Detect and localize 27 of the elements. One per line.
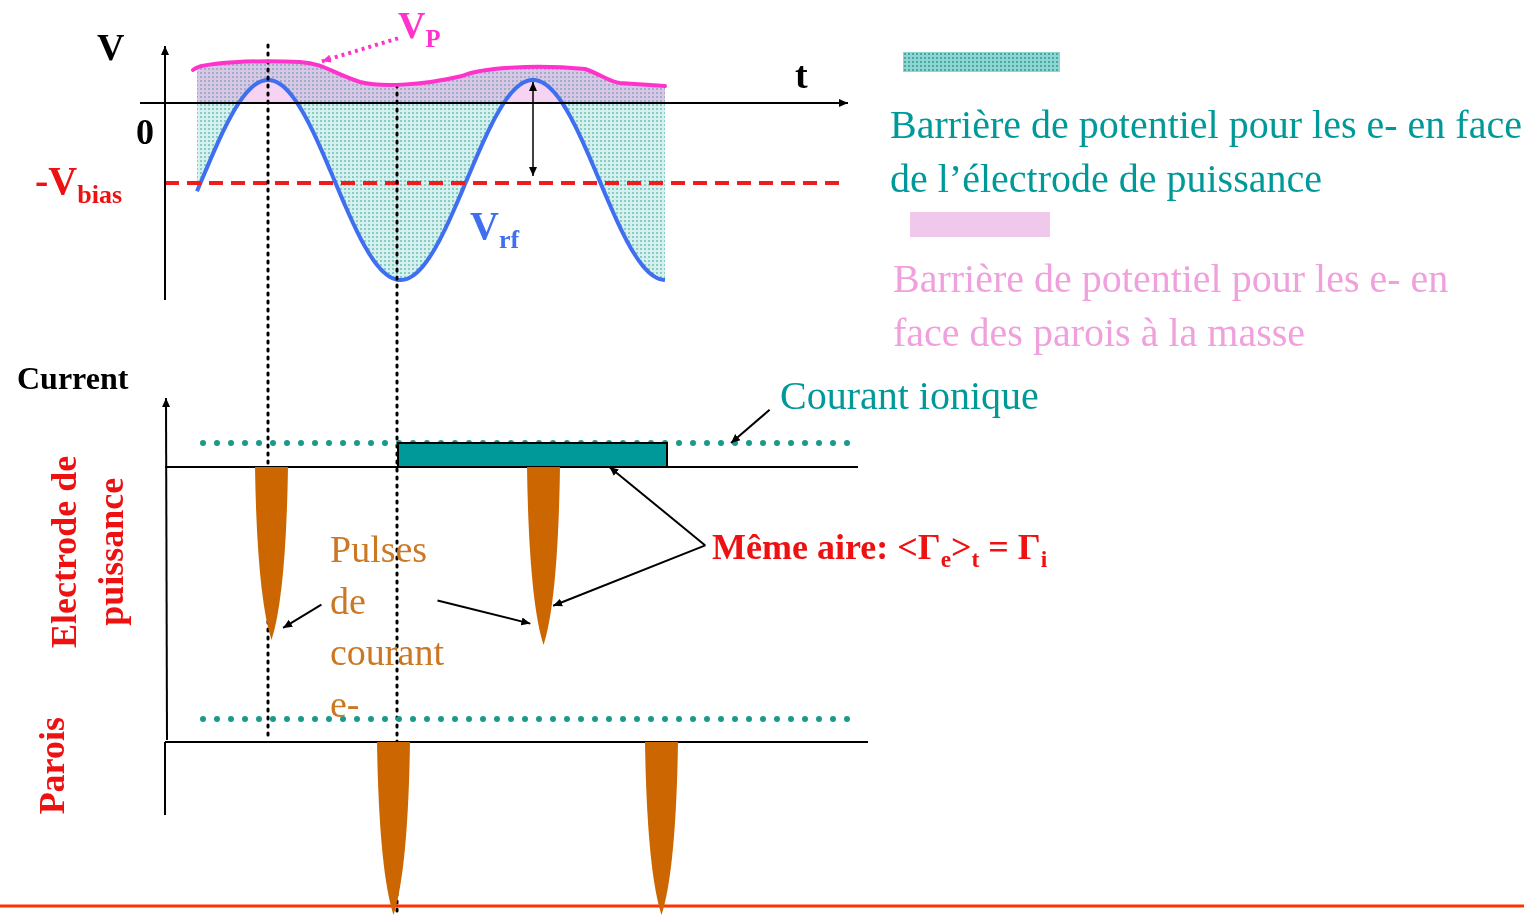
- ion-current-bar: [397, 442, 668, 468]
- current-pulse: [645, 742, 678, 915]
- current-pulse: [527, 467, 560, 645]
- leader-line: [730, 408, 771, 444]
- bias-label: -V$_{bias}$: [35, 158, 123, 210]
- curve-label: V$_{P}$: [398, 4, 441, 53]
- axis-label: Current: [17, 360, 129, 397]
- leader-line: [436, 599, 532, 626]
- leader-line: [552, 544, 707, 607]
- axis-label: V: [97, 26, 125, 70]
- current-pulse: [377, 742, 410, 915]
- legend-text: Barrière de potentiel pour les e- en face de l’électrode de puissance: [890, 101, 1523, 203]
- ion-current-level: [200, 440, 853, 446]
- callout-label: Courant ionique: [780, 373, 1039, 419]
- callout-label: Même aire: <Γ$_{e}$>$_{t}$ = Γ$_{i}$: [712, 527, 1048, 574]
- axis-label: 0: [136, 112, 154, 154]
- leader-line: [608, 466, 707, 547]
- leader-line: [321, 36, 399, 64]
- axis-label: t: [795, 54, 808, 98]
- axis-label: Electrode de puissance: [42, 454, 132, 650]
- legend-text: Barrière de potentiel pour les e- en face des parois à la masse: [893, 255, 1450, 357]
- axis-label: Parois: [32, 717, 73, 815]
- plasma-potential-curve: [191, 59, 667, 88]
- leader-line: [282, 603, 323, 629]
- current-pulse: [255, 467, 288, 640]
- curve-label: V$_{rf}$: [470, 203, 520, 255]
- callout-label: Pulses de courant e-: [330, 524, 458, 731]
